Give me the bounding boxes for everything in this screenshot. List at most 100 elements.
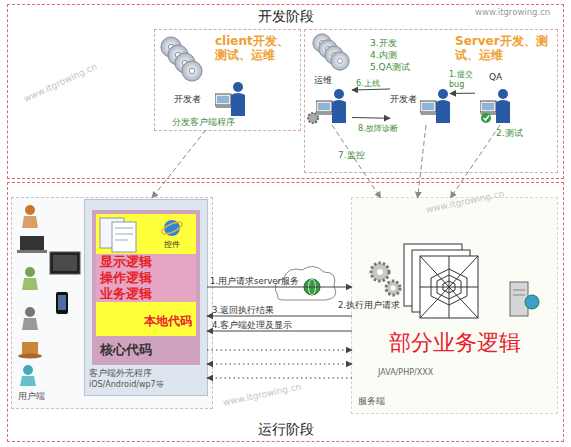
tablet-screen [53, 255, 77, 271]
dashed-arrow [418, 125, 426, 198]
node-text: 本地代码 [134, 314, 192, 328]
tablet-icon [50, 252, 80, 274]
team-box: client开发、测试、运维开发者 [155, 30, 300, 130]
web-ring [437, 275, 461, 299]
node-text: QA [489, 72, 519, 83]
edge-label: 1.用户请求server服务 [210, 276, 320, 286]
edge-label: 8.故障诊断 [358, 124, 418, 134]
dashed-arrow [450, 125, 500, 198]
screen-line [115, 240, 128, 241]
document-page [412, 250, 470, 312]
flow-arrow [450, 93, 475, 94]
step-note: 分发客户端程序 [172, 117, 235, 128]
disc-icon [325, 46, 343, 64]
developer-icon [215, 82, 245, 116]
person-figure: 开发者 [170, 80, 248, 116]
user-devices [17, 205, 80, 386]
globe-meridian [309, 279, 316, 295]
watermark: www.itgrowing.cn [475, 7, 550, 17]
server-slot [513, 295, 525, 296]
node-text: 运维 [314, 75, 350, 86]
server-globe [525, 295, 539, 309]
step-note: 2.测试 [496, 128, 523, 139]
shell-box: 客户端外壳程序iOS/Android/wp7等核心代码显示逻辑操作逻辑业务逻辑本… [85, 200, 207, 395]
server-logic-box: 部分业务逻辑 [362, 330, 547, 364]
person-figure: 运维 [312, 75, 352, 125]
edge-label: 6.上线 [356, 79, 396, 89]
disc-icon [331, 52, 349, 70]
node-text: 部分业务逻辑 [362, 330, 547, 356]
node-text: 运行阶段 [8, 421, 563, 438]
node-text: 客户端外壳程序 [89, 368, 204, 379]
user-body [20, 376, 36, 386]
user-body [22, 278, 38, 290]
ops-icon [316, 89, 346, 123]
client-discs [161, 37, 202, 81]
node-text: 服务端 [358, 396, 418, 407]
edge-label: 4.客户端处理及显示 [212, 320, 332, 330]
step-note: 3.开发 [370, 38, 397, 49]
node-text: client开发、测试、运维 [215, 34, 300, 63]
control-icon [164, 220, 180, 236]
watermark: www.itgrowing.cn [222, 381, 302, 408]
screen-line [115, 234, 133, 235]
node-text: 开发阶段 [8, 8, 563, 25]
flow-arrow [352, 89, 390, 90]
cup-saucer [18, 354, 42, 359]
edge-label: 3.返回执行结果 [212, 305, 322, 315]
dashed-arrow [152, 130, 206, 198]
globe-icon [304, 279, 320, 295]
disc-icon [319, 40, 337, 58]
server-discs [313, 34, 349, 70]
node-text: 操作逻辑 [96, 270, 196, 286]
cup-icon [22, 342, 38, 354]
web-ring [443, 281, 455, 293]
check-mark [484, 116, 490, 121]
dashed-arrow [332, 125, 381, 198]
step-note: 7.监控 [338, 150, 365, 161]
core-code-box: 核心代码 显示逻辑操作逻辑业务逻辑本地代码 [92, 210, 200, 365]
user-head [25, 267, 35, 277]
server-side-box: 服务端 部分业务逻辑 [352, 198, 557, 413]
node-text: 开发者 [174, 94, 214, 105]
disc-icon [182, 61, 202, 81]
step-note: 5.QA测试 [370, 62, 410, 73]
phase-frame: 运行阶段用户端客户端外壳程序iOS/Android/wp7等核心代码显示逻辑操作… [8, 183, 563, 441]
gear-icon [371, 263, 389, 281]
gear-icon [386, 281, 400, 295]
node-text: Server开发、测试、运维 [455, 34, 553, 63]
team-box: Server开发、测试、运维运维开发者QA [305, 30, 557, 172]
logic-panel: 显示逻辑操作逻辑业务逻辑本地代码 [96, 214, 196, 336]
check-badge [481, 113, 491, 123]
screen-line [115, 228, 133, 229]
phone-screen [58, 295, 66, 310]
disc-icon [175, 53, 195, 73]
phase-frame: 开发阶段 client开发、测试、运维开发者 Server开发、测试、运维运维开发者… [8, 5, 563, 178]
web-spokes [420, 256, 478, 318]
laptop-base [17, 250, 47, 253]
dotted-arrow [207, 364, 352, 365]
gear-hub [391, 286, 396, 291]
flow-arrow [207, 331, 352, 332]
control-orbit [160, 220, 183, 237]
disc-icon [313, 34, 331, 52]
user-body [22, 318, 38, 330]
dotted-arrow [207, 350, 352, 351]
ui-screens [100, 218, 184, 252]
user-body [22, 216, 38, 228]
screen-thumb [112, 222, 136, 252]
node-text: 显示逻辑 [96, 254, 196, 270]
disc-icon [161, 37, 181, 57]
web-documents [404, 244, 478, 318]
client-side-box: 用户端客户端外壳程序iOS/Android/wp7等核心代码显示逻辑操作逻辑业务… [12, 198, 212, 408]
web-ring [431, 269, 467, 305]
gear-hub [377, 269, 383, 275]
edge-label: 1.提交bug [449, 70, 477, 89]
disc-icon [168, 45, 188, 65]
user-head [25, 307, 35, 317]
cloud-outline [275, 266, 336, 300]
server-slot [513, 290, 525, 291]
qa-icon [480, 89, 510, 123]
node-text: 核心代码 [100, 342, 195, 358]
